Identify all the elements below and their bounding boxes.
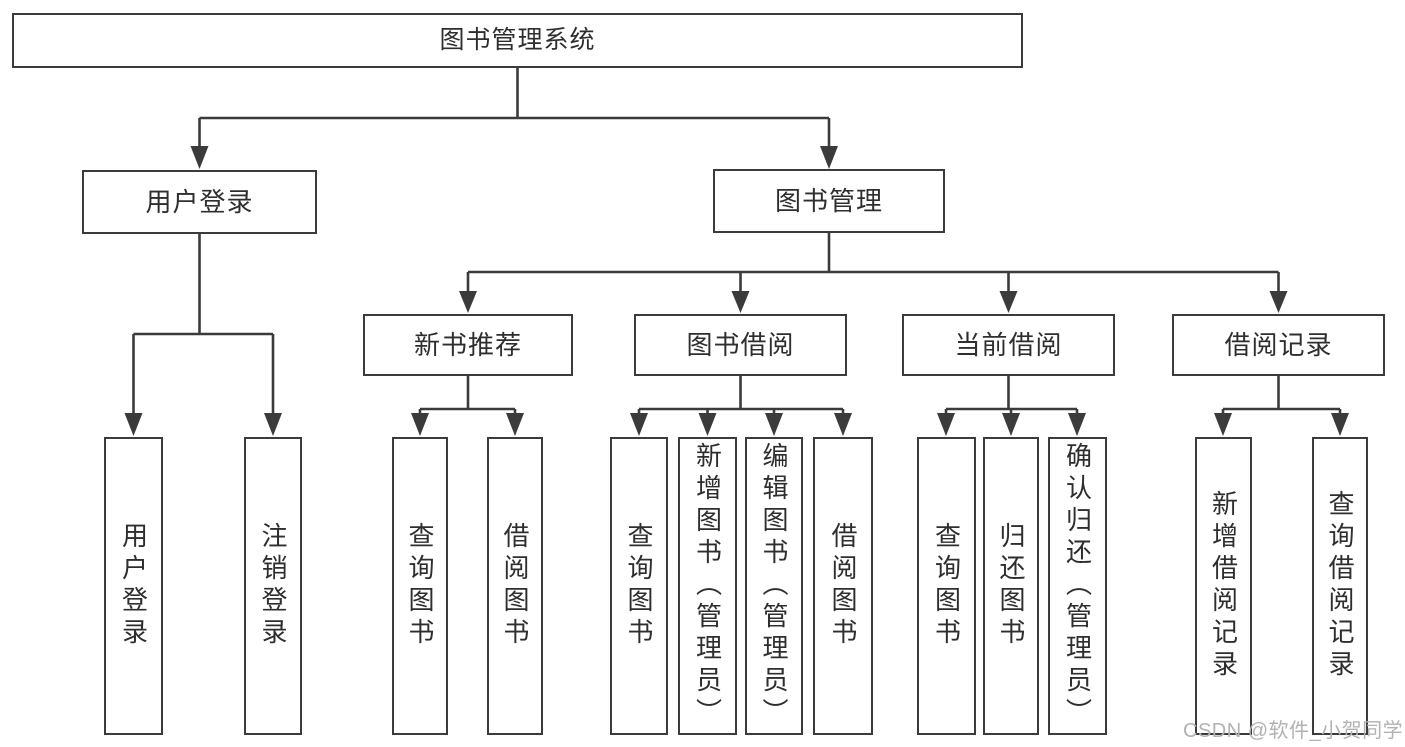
leaf-edit-book-admin: 编辑图书（管理员） bbox=[745, 437, 803, 735]
leaf-query-books-current: 查询图书 bbox=[917, 437, 976, 735]
leaf-user-login: 用户登录 bbox=[104, 437, 163, 735]
leaf-query-borrow-record: 查询借阅记录 bbox=[1312, 437, 1368, 735]
connector-book-borrow bbox=[630, 376, 852, 436]
leaf-add-borrow-record: 新增借阅记录 bbox=[1195, 437, 1252, 735]
connector-new-book-recommend bbox=[411, 376, 524, 436]
leaf-add-book-admin: 新增图书（管理员） bbox=[678, 437, 737, 735]
leaf-borrow-books-recommend: 借阅图书 bbox=[487, 437, 543, 735]
leaf-query-books-borrow: 查询图书 bbox=[610, 437, 668, 735]
connector-borrow-records bbox=[1214, 376, 1349, 436]
leaf-confirm-return-admin: 确认归还（管理员） bbox=[1048, 437, 1107, 735]
node-library-management-system: 图书管理系统 bbox=[12, 13, 1023, 68]
node-book-borrow: 图书借阅 bbox=[634, 314, 847, 376]
node-user-login: 用户登录 bbox=[82, 170, 317, 234]
node-current-borrow: 当前借阅 bbox=[902, 314, 1115, 376]
connector-user-login bbox=[124, 234, 282, 436]
leaf-logout: 注销登录 bbox=[244, 437, 302, 735]
node-book-management: 图书管理 bbox=[713, 169, 945, 233]
node-new-book-recommend: 新书推荐 bbox=[363, 314, 573, 376]
node-borrow-records: 借阅记录 bbox=[1172, 314, 1385, 376]
leaf-query-books-recommend: 查询图书 bbox=[392, 437, 448, 735]
connector-root bbox=[190, 68, 838, 169]
connector-current-borrow bbox=[937, 376, 1086, 436]
csdn-watermark: CSDN @软件_小贺同学 bbox=[1183, 720, 1404, 742]
connector-book-management bbox=[459, 233, 1288, 313]
leaf-return-books: 归还图书 bbox=[983, 437, 1039, 735]
leaf-borrow-books: 借阅图书 bbox=[813, 437, 873, 735]
